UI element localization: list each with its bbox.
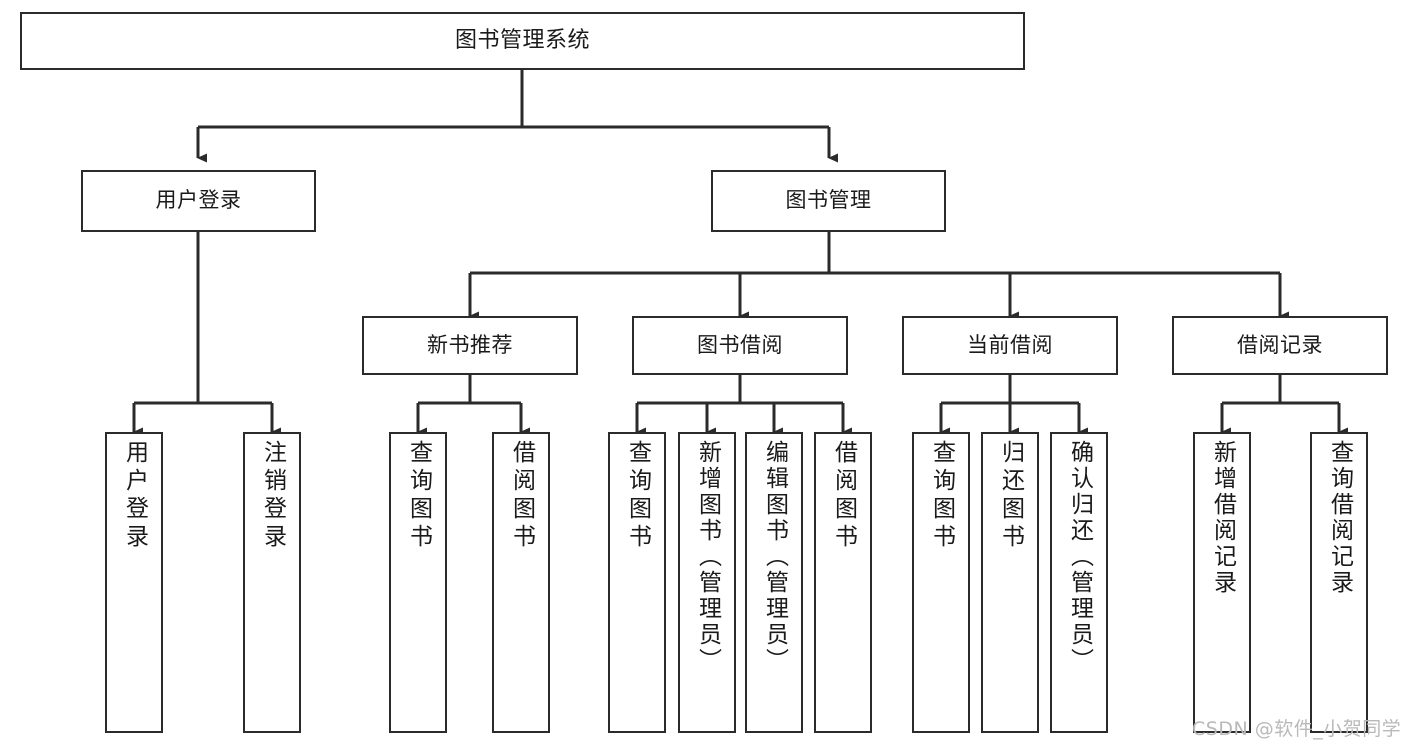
leaf-current-confirm-return-admin[interactable]: 确认归还（管理员） (1050, 432, 1108, 733)
node-label: 查询图书 (928, 440, 955, 552)
leaf-current-return-book[interactable]: 归还图书 (981, 432, 1039, 733)
node-label: 图书管理 (785, 188, 872, 213)
leaf-user-logout[interactable]: 注销登录 (243, 432, 301, 733)
node-label: 当前借阅 (967, 332, 1053, 357)
node-label: 查询图书 (405, 440, 432, 552)
node-borrow-record[interactable]: 借阅记录 (1172, 316, 1388, 375)
leaf-recommend-query-book[interactable]: 查询图书 (389, 432, 447, 733)
node-new-book-recommend[interactable]: 新书推荐 (362, 316, 578, 375)
node-label: 用户登录 (121, 440, 148, 552)
node-label: 新增借阅记录 (1209, 440, 1236, 596)
node-label: 图书管理系统 (454, 27, 590, 53)
leaf-borrow-query-book[interactable]: 查询图书 (608, 432, 666, 733)
leaf-borrow-lend-book[interactable]: 借阅图书 (814, 432, 872, 733)
node-label: 借阅图书 (508, 440, 535, 552)
leaf-record-add[interactable]: 新增借阅记录 (1193, 432, 1251, 733)
leaf-borrow-edit-book-admin[interactable]: 编辑图书（管理员） (745, 432, 803, 733)
node-root-system[interactable]: 图书管理系统 (20, 12, 1025, 70)
node-label: 图书借阅 (697, 332, 783, 357)
node-label: 确认归还（管理员） (1066, 440, 1093, 674)
node-label: 查询借阅记录 (1326, 440, 1353, 596)
leaf-borrow-add-book-admin[interactable]: 新增图书（管理员） (678, 432, 736, 733)
node-label: 注销登录 (259, 440, 286, 552)
node-label: 借阅记录 (1237, 332, 1323, 357)
leaf-user-login[interactable]: 用户登录 (105, 432, 163, 733)
node-book-borrow[interactable]: 图书借阅 (632, 316, 848, 375)
leaf-current-query-book[interactable]: 查询图书 (912, 432, 970, 733)
leaf-recommend-borrow-book[interactable]: 借阅图书 (492, 432, 550, 733)
node-user-login[interactable]: 用户登录 (81, 170, 316, 232)
node-label: 编辑图书（管理员） (761, 440, 788, 674)
node-label: 新书推荐 (427, 332, 513, 357)
node-current-borrow[interactable]: 当前借阅 (902, 316, 1118, 375)
node-label: 用户登录 (155, 188, 242, 213)
node-label: 归还图书 (997, 440, 1024, 552)
csdn-watermark: CSDN @软件_小贺同学 (1192, 718, 1402, 740)
leaf-record-search[interactable]: 查询借阅记录 (1310, 432, 1368, 733)
node-label: 借阅图书 (830, 440, 857, 552)
node-label: 查询图书 (624, 440, 651, 552)
node-book-management[interactable]: 图书管理 (711, 170, 946, 232)
node-label: 新增图书（管理员） (694, 440, 721, 674)
